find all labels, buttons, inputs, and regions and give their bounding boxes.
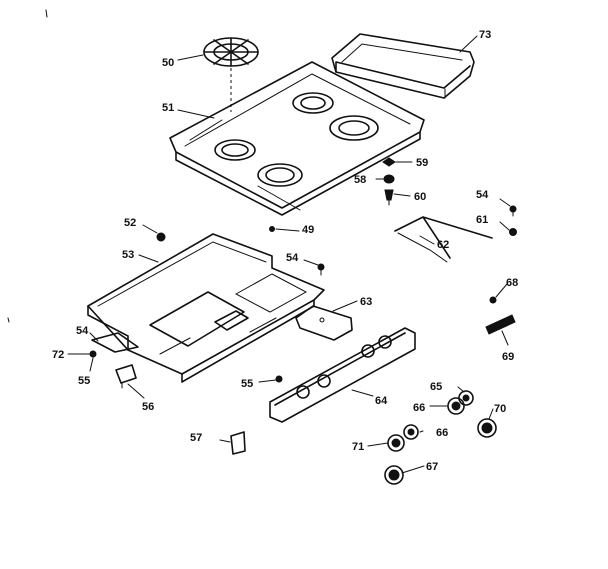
label-52: 52 [124,217,136,229]
label-66-lower: 66 [436,427,448,439]
label-71: 71 [352,441,364,453]
cover-panel [331,33,475,99]
label-54-mid: 54 [286,252,299,264]
label-65: 65 [430,381,442,393]
manifold-panel [269,327,416,423]
label-53: 53 [122,249,134,261]
fasteners-mid [156,226,325,276]
label-61: 61 [476,214,488,226]
bracket [295,305,353,341]
label-49: 49 [302,224,314,236]
stray-marks [7,9,48,323]
label-64: 64 [375,395,388,407]
label-54-right: 54 [476,189,489,201]
clip-block [219,431,246,455]
label-54-left: 54 [76,325,89,337]
control-knobs [384,390,497,485]
fasteners-right [509,205,517,236]
control-knob-bar [485,296,516,335]
label-70: 70 [494,403,506,415]
label-55-mid: 55 [241,378,253,390]
label-66-upper: 66 [413,402,425,414]
cooktop-top [169,61,425,216]
label-50: 50 [162,57,174,69]
label-59: 59 [416,157,428,169]
label-60: 60 [414,191,426,203]
burner-box [87,233,325,383]
part-labels: 50 51 73 59 58 60 54 61 62 52 53 49 54 6… [52,29,518,473]
label-72: 72 [52,349,64,361]
label-62: 62 [437,239,449,251]
label-55-left: 55 [78,375,90,387]
front-left-parts [89,332,139,389]
label-69: 69 [502,351,514,363]
leader-lines [67,35,511,474]
valve-hardware [382,157,396,206]
label-58: 58 [354,174,366,186]
label-68: 68 [506,277,518,289]
label-51: 51 [162,102,174,114]
burner-grate [203,37,259,112]
label-73: 73 [479,29,491,41]
label-63: 63 [360,296,372,308]
label-56: 56 [142,401,154,413]
label-67: 67 [426,461,438,473]
label-57: 57 [190,432,202,444]
control-rod [394,216,493,263]
